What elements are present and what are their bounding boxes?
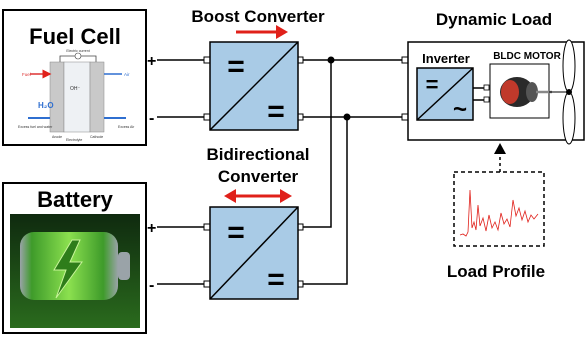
anode-plate	[49, 61, 65, 133]
load-profile-title: Load Profile	[447, 262, 545, 281]
load-profile: Load Profile	[447, 143, 545, 281]
bidir-dc-out-symbol: =	[267, 263, 285, 296]
wiring	[157, 59, 402, 285]
boost-converter-title: Boost Converter	[191, 7, 325, 26]
propeller-hub	[566, 89, 572, 95]
dynamic-load-title: Dynamic Load	[436, 10, 552, 29]
electric-current-label: Electric current	[66, 49, 89, 53]
battery-illustration	[10, 214, 140, 328]
propeller-blade-bottom	[562, 91, 576, 145]
motor-in-terminal-2	[483, 96, 490, 103]
water-label: H₂O	[38, 101, 54, 110]
battery-terminal-icon	[118, 252, 130, 280]
load-profile-trace	[459, 189, 539, 237]
motor-end-cap	[526, 82, 538, 102]
cathode-plate	[89, 61, 105, 133]
bidir-plus-link	[299, 60, 332, 228]
motor-winding	[501, 80, 519, 104]
air-label: Air	[124, 72, 130, 77]
battery-plus-label: +	[147, 220, 156, 237]
fuel-cell-block: Fuel Cell Electric current Fuel Air H₂O …	[2, 9, 147, 146]
bidirectional-title-line2: Converter	[218, 167, 299, 186]
dynamic-load: Dynamic Load Inverter = ~ BLDC MOTOR	[407, 10, 585, 145]
excess-air-label: Excess Air	[118, 125, 135, 129]
battery-block: Battery	[2, 182, 147, 334]
lightning-bolt-icon	[53, 239, 83, 299]
bidir-right-arrow-icon	[280, 189, 292, 203]
bidirectional-converter: Bidirectional Converter = =	[207, 145, 310, 300]
fuel-cell-illustration: Electric current Fuel Air H₂O OH⁻ Excess…	[18, 49, 135, 142]
inverter-dc-symbol: =	[426, 72, 439, 97]
inverter-label: Inverter	[422, 51, 470, 66]
motor-in-terminal-1	[483, 84, 490, 91]
load-profile-frame	[453, 171, 545, 247]
inverter-ac-symbol: ~	[453, 96, 467, 123]
boost-dc-in-symbol: =	[227, 50, 245, 83]
ion-label: OH⁻	[70, 86, 81, 92]
battery-title: Battery	[37, 187, 114, 212]
propeller-blade-top	[562, 39, 576, 93]
inverter-diagonal	[416, 67, 474, 121]
boost-direction-arrow-icon	[276, 25, 288, 39]
bidir-in-minus-terminal	[203, 280, 211, 288]
bidirectional-title-line1: Bidirectional	[207, 145, 310, 164]
boost-converter: Boost Converter = =	[191, 7, 325, 131]
battery-minus-label: -	[149, 277, 154, 294]
anode-label: Anode	[52, 135, 62, 139]
bidir-left-arrow-icon	[224, 189, 236, 203]
boost-diagonal	[209, 41, 299, 131]
cathode-label: Cathode	[90, 135, 103, 139]
load-bulb-icon	[74, 52, 82, 60]
load-profile-arrow-icon	[494, 143, 506, 154]
bidir-minus-link	[299, 117, 348, 285]
electrolyte-label: Electrolyte	[66, 138, 82, 142]
bidir-dc-in-symbol: =	[227, 216, 245, 249]
bidir-in-plus-terminal	[203, 223, 211, 231]
fuel-label: Fuel	[22, 72, 31, 77]
bldc-motor-icon	[500, 77, 552, 107]
load-plus-terminal	[401, 56, 409, 64]
boost-dc-out-symbol: =	[267, 95, 285, 128]
plus-junction-dot	[327, 56, 335, 64]
load-minus-terminal	[401, 113, 409, 121]
excess-fuel-label: Excess fuel and water	[18, 125, 53, 129]
minus-junction-dot	[343, 113, 351, 121]
bidir-diagonal	[209, 206, 299, 300]
fuel-cell-minus-label: -	[149, 110, 154, 127]
propeller-icon	[549, 39, 576, 145]
bldc-motor-label: BLDC MOTOR	[493, 51, 561, 62]
electrolyte-region	[63, 61, 91, 133]
fuel-cell-plus-label: +	[147, 53, 156, 70]
boost-in-plus-terminal	[203, 56, 211, 64]
boost-in-minus-terminal	[203, 113, 211, 121]
fuel-cell-title: Fuel Cell	[29, 24, 121, 49]
